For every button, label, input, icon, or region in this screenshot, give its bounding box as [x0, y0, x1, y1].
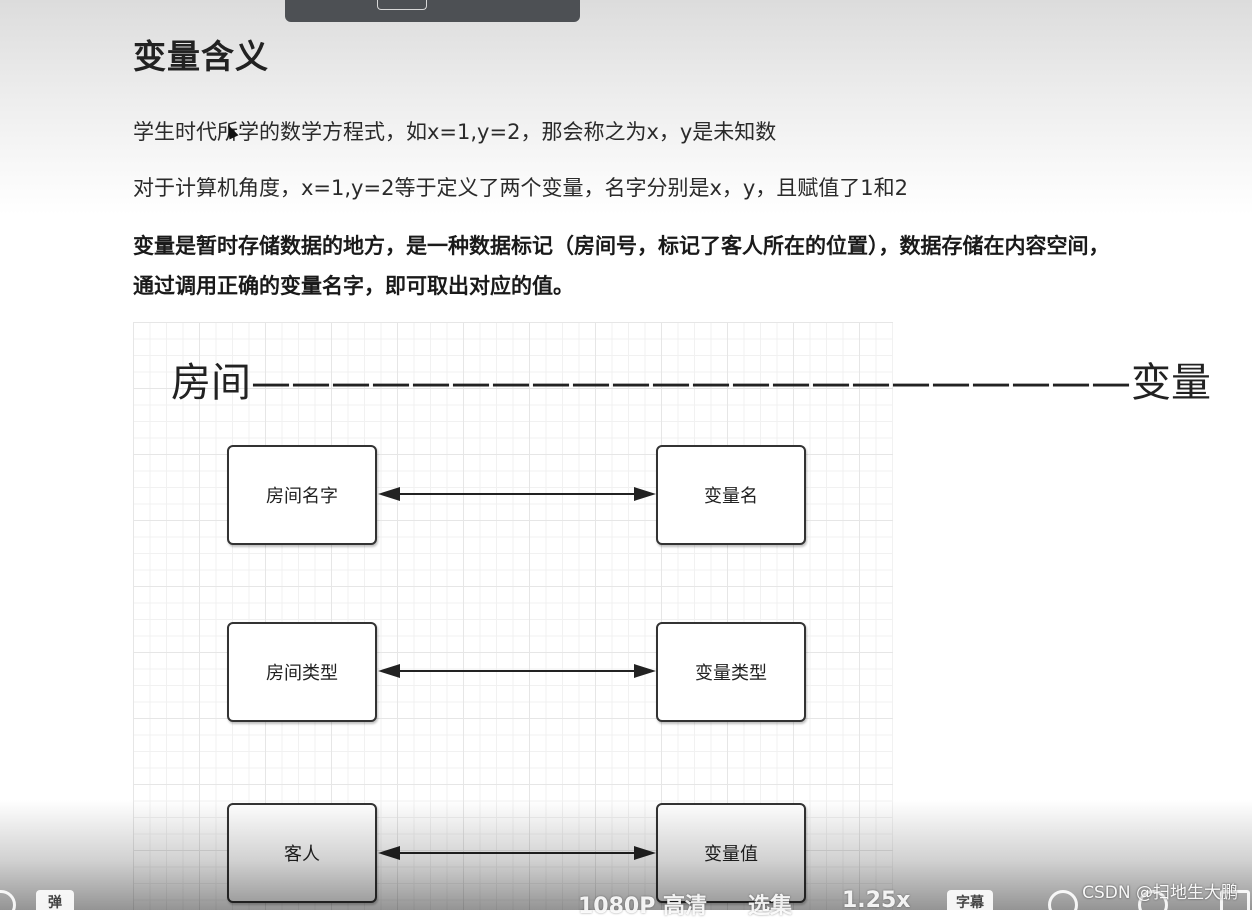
diagram-title: 房间——————————————————————变量 [171, 360, 1211, 406]
subtitle-icon[interactable]: 字幕 [947, 890, 993, 920]
volume-icon[interactable] [1048, 890, 1078, 920]
bold-line-2: 通过调用正确的变量名字，即可取出对应的值。 [133, 274, 574, 298]
paragraph-1: 学生时代所学的数学方程式，如x=1,y=2，那会称之为x，y是未知数 [133, 120, 777, 144]
bold-line-1: 变量是暂时存储数据的地方，是一种数据标记（房间号，标记了客人所在的位置），数据存… [133, 234, 1110, 258]
playback-speed-button[interactable]: 1.25x [842, 888, 911, 913]
box-room-type: 房间类型 [227, 622, 377, 722]
danmaku-settings-icon[interactable]: 弹 [36, 890, 74, 920]
arrow-shaft [386, 670, 648, 672]
room-variable-diagram: 房间——————————————————————变量 房间名字 变量名 房间类型… [133, 322, 1211, 910]
arrow-shaft [386, 852, 648, 854]
fullscreen-icon[interactable] [1220, 890, 1250, 920]
box-variable-type: 变量类型 [656, 622, 806, 722]
arrow-head-right [634, 846, 656, 860]
box-variable-name: 变量名 [656, 445, 806, 545]
settings-icon[interactable] [1138, 890, 1168, 920]
video-player-controls: 弹 1080P 高清 选集 1.25x 字幕 [0, 886, 1252, 920]
double-arrow-1 [378, 487, 656, 501]
csdn-watermark: CSDN @扫地生大鹏 [1082, 883, 1238, 903]
danmaku-toggle-icon[interactable] [0, 890, 16, 920]
box-guest: 客人 [227, 803, 377, 903]
quality-selector[interactable]: 1080P 高清 [578, 894, 708, 919]
top-toolbar-handle[interactable] [285, 0, 580, 22]
paragraph-2: 对于计算机角度，x=1,y=2等于定义了两个变量，名字分别是x，y，且赋值了1和… [133, 176, 909, 200]
page-title: 变量含义 [133, 37, 269, 76]
arrow-head-right [634, 664, 656, 678]
toolbar-tab[interactable] [377, 0, 427, 10]
double-arrow-3 [378, 846, 656, 860]
double-arrow-2 [378, 664, 656, 678]
episodes-button[interactable]: 选集 [748, 894, 793, 919]
box-variable-value: 变量值 [656, 803, 806, 903]
arrow-shaft [386, 493, 648, 495]
box-room-name: 房间名字 [227, 445, 377, 545]
arrow-head-right [634, 487, 656, 501]
